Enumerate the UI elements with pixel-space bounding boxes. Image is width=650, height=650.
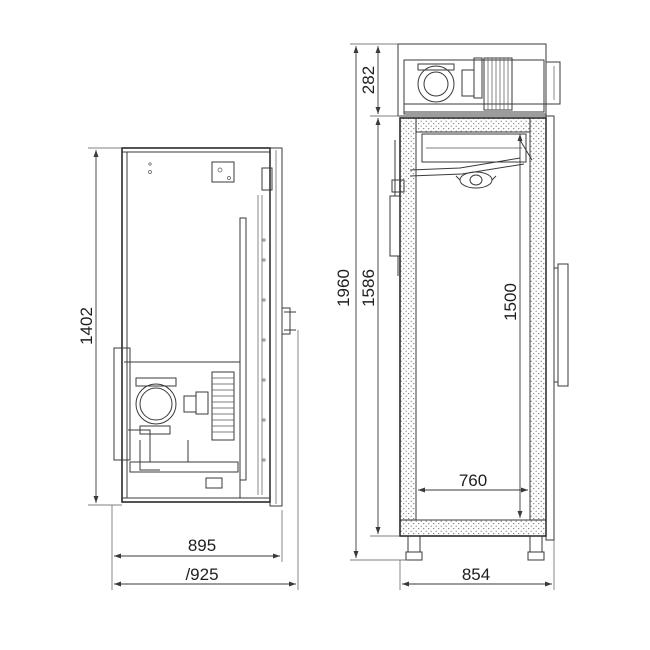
- front-wall-bottom: [399, 519, 547, 537]
- front-thermostat-tube: [389, 195, 401, 257]
- dim-front-total-height: 1960: [334, 269, 353, 307]
- side-plate: [211, 161, 235, 183]
- front-top-condenser: [483, 57, 513, 111]
- side-view: 1402 895 /925: [77, 147, 299, 590]
- dim-side-height: 1402: [77, 307, 96, 345]
- dim-side-depth-total: /925: [185, 565, 218, 584]
- dim-front-outer-width: 854: [462, 565, 490, 584]
- side-drip-tray: [129, 461, 239, 473]
- side-cabinet-body: [121, 147, 271, 503]
- side-compressor: [135, 383, 177, 425]
- dim-front-top-unit: 282: [359, 66, 378, 94]
- side-compressor-compartment: [113, 347, 131, 461]
- side-condenser: [211, 371, 235, 441]
- front-evaporator: [421, 133, 527, 163]
- front-evaporator-fan: [459, 171, 493, 189]
- front-wall-left: [399, 117, 417, 537]
- dim-side-depth: 895: [188, 536, 216, 555]
- dim-front-inner-width: 760: [459, 471, 487, 490]
- dim-front-inner-height: 1500: [501, 283, 520, 321]
- front-door-edge: [545, 115, 555, 541]
- side-inner-profile: [239, 217, 247, 481]
- dim-front-body-height: 1586: [359, 269, 378, 307]
- front-top-compressor: [417, 65, 455, 103]
- side-door-handle: [281, 307, 291, 335]
- front-view: 282 1960 1586 1500 760 854: [334, 43, 569, 590]
- front-foot-right: [529, 535, 543, 553]
- front-wall-right: [529, 117, 547, 537]
- front-foot-left: [407, 535, 421, 553]
- front-wall-top: [399, 117, 547, 133]
- front-top-unit-housing: [397, 43, 547, 117]
- side-fan-motor: [183, 395, 197, 413]
- front-door-handle: [557, 263, 569, 387]
